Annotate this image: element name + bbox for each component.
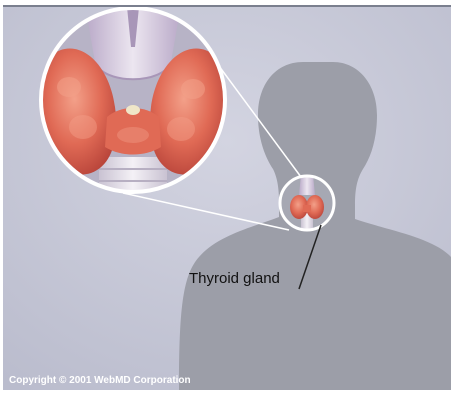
thyroid-diagram: Thyroid gland Copyright © 2001 WebMD Cor… [3, 7, 451, 390]
diagram-panel: Thyroid gland Copyright © 2001 WebMD Cor… [3, 5, 451, 390]
copyright-notice: Copyright © 2001 WebMD Corporation [9, 375, 191, 386]
thyroid-gland-label: Thyroid gland [189, 270, 280, 287]
